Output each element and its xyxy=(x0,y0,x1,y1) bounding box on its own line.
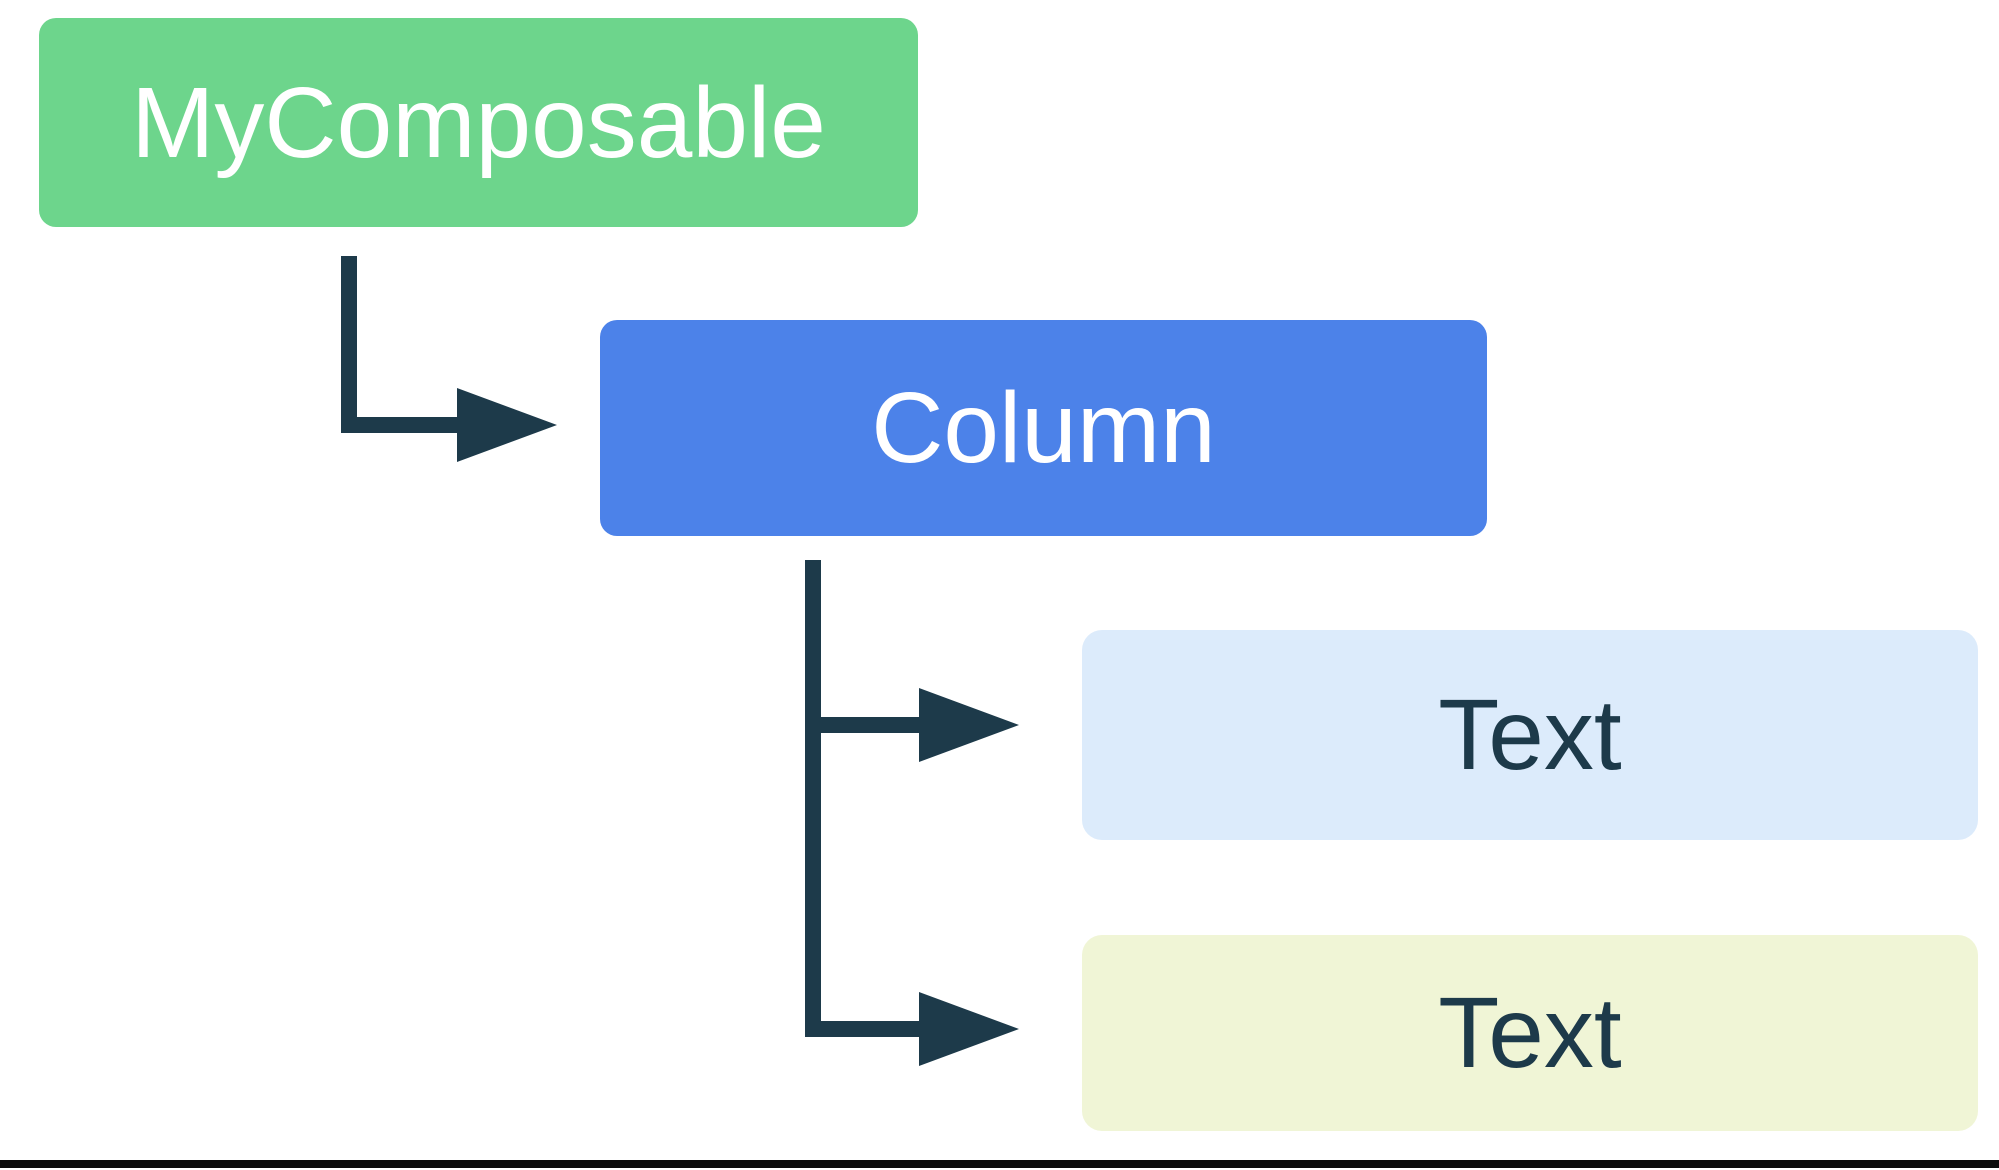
connector-column-text2-horizontal xyxy=(805,1021,920,1037)
connector-column-children-trunk xyxy=(805,560,821,1037)
node-column: Column xyxy=(600,320,1487,536)
bottom-border-line xyxy=(0,1160,1999,1168)
connector-column-text1-horizontal xyxy=(805,717,919,733)
arrowhead-to-text2 xyxy=(919,992,1019,1066)
node-column-label: Column xyxy=(871,372,1216,484)
node-mycomposable: MyComposable xyxy=(39,18,918,227)
node-mycomposable-label: MyComposable xyxy=(131,66,826,179)
node-text-first-label: Text xyxy=(1438,679,1622,791)
arrowhead-to-text1 xyxy=(919,688,1019,762)
connector-mycomposable-column-horizontal xyxy=(341,417,457,433)
node-text-second: Text xyxy=(1082,935,1978,1131)
node-text-first: Text xyxy=(1082,630,1978,840)
arrowhead-to-column xyxy=(457,388,557,462)
connector-mycomposable-column-vertical xyxy=(341,256,357,433)
node-text-second-label: Text xyxy=(1438,977,1622,1089)
